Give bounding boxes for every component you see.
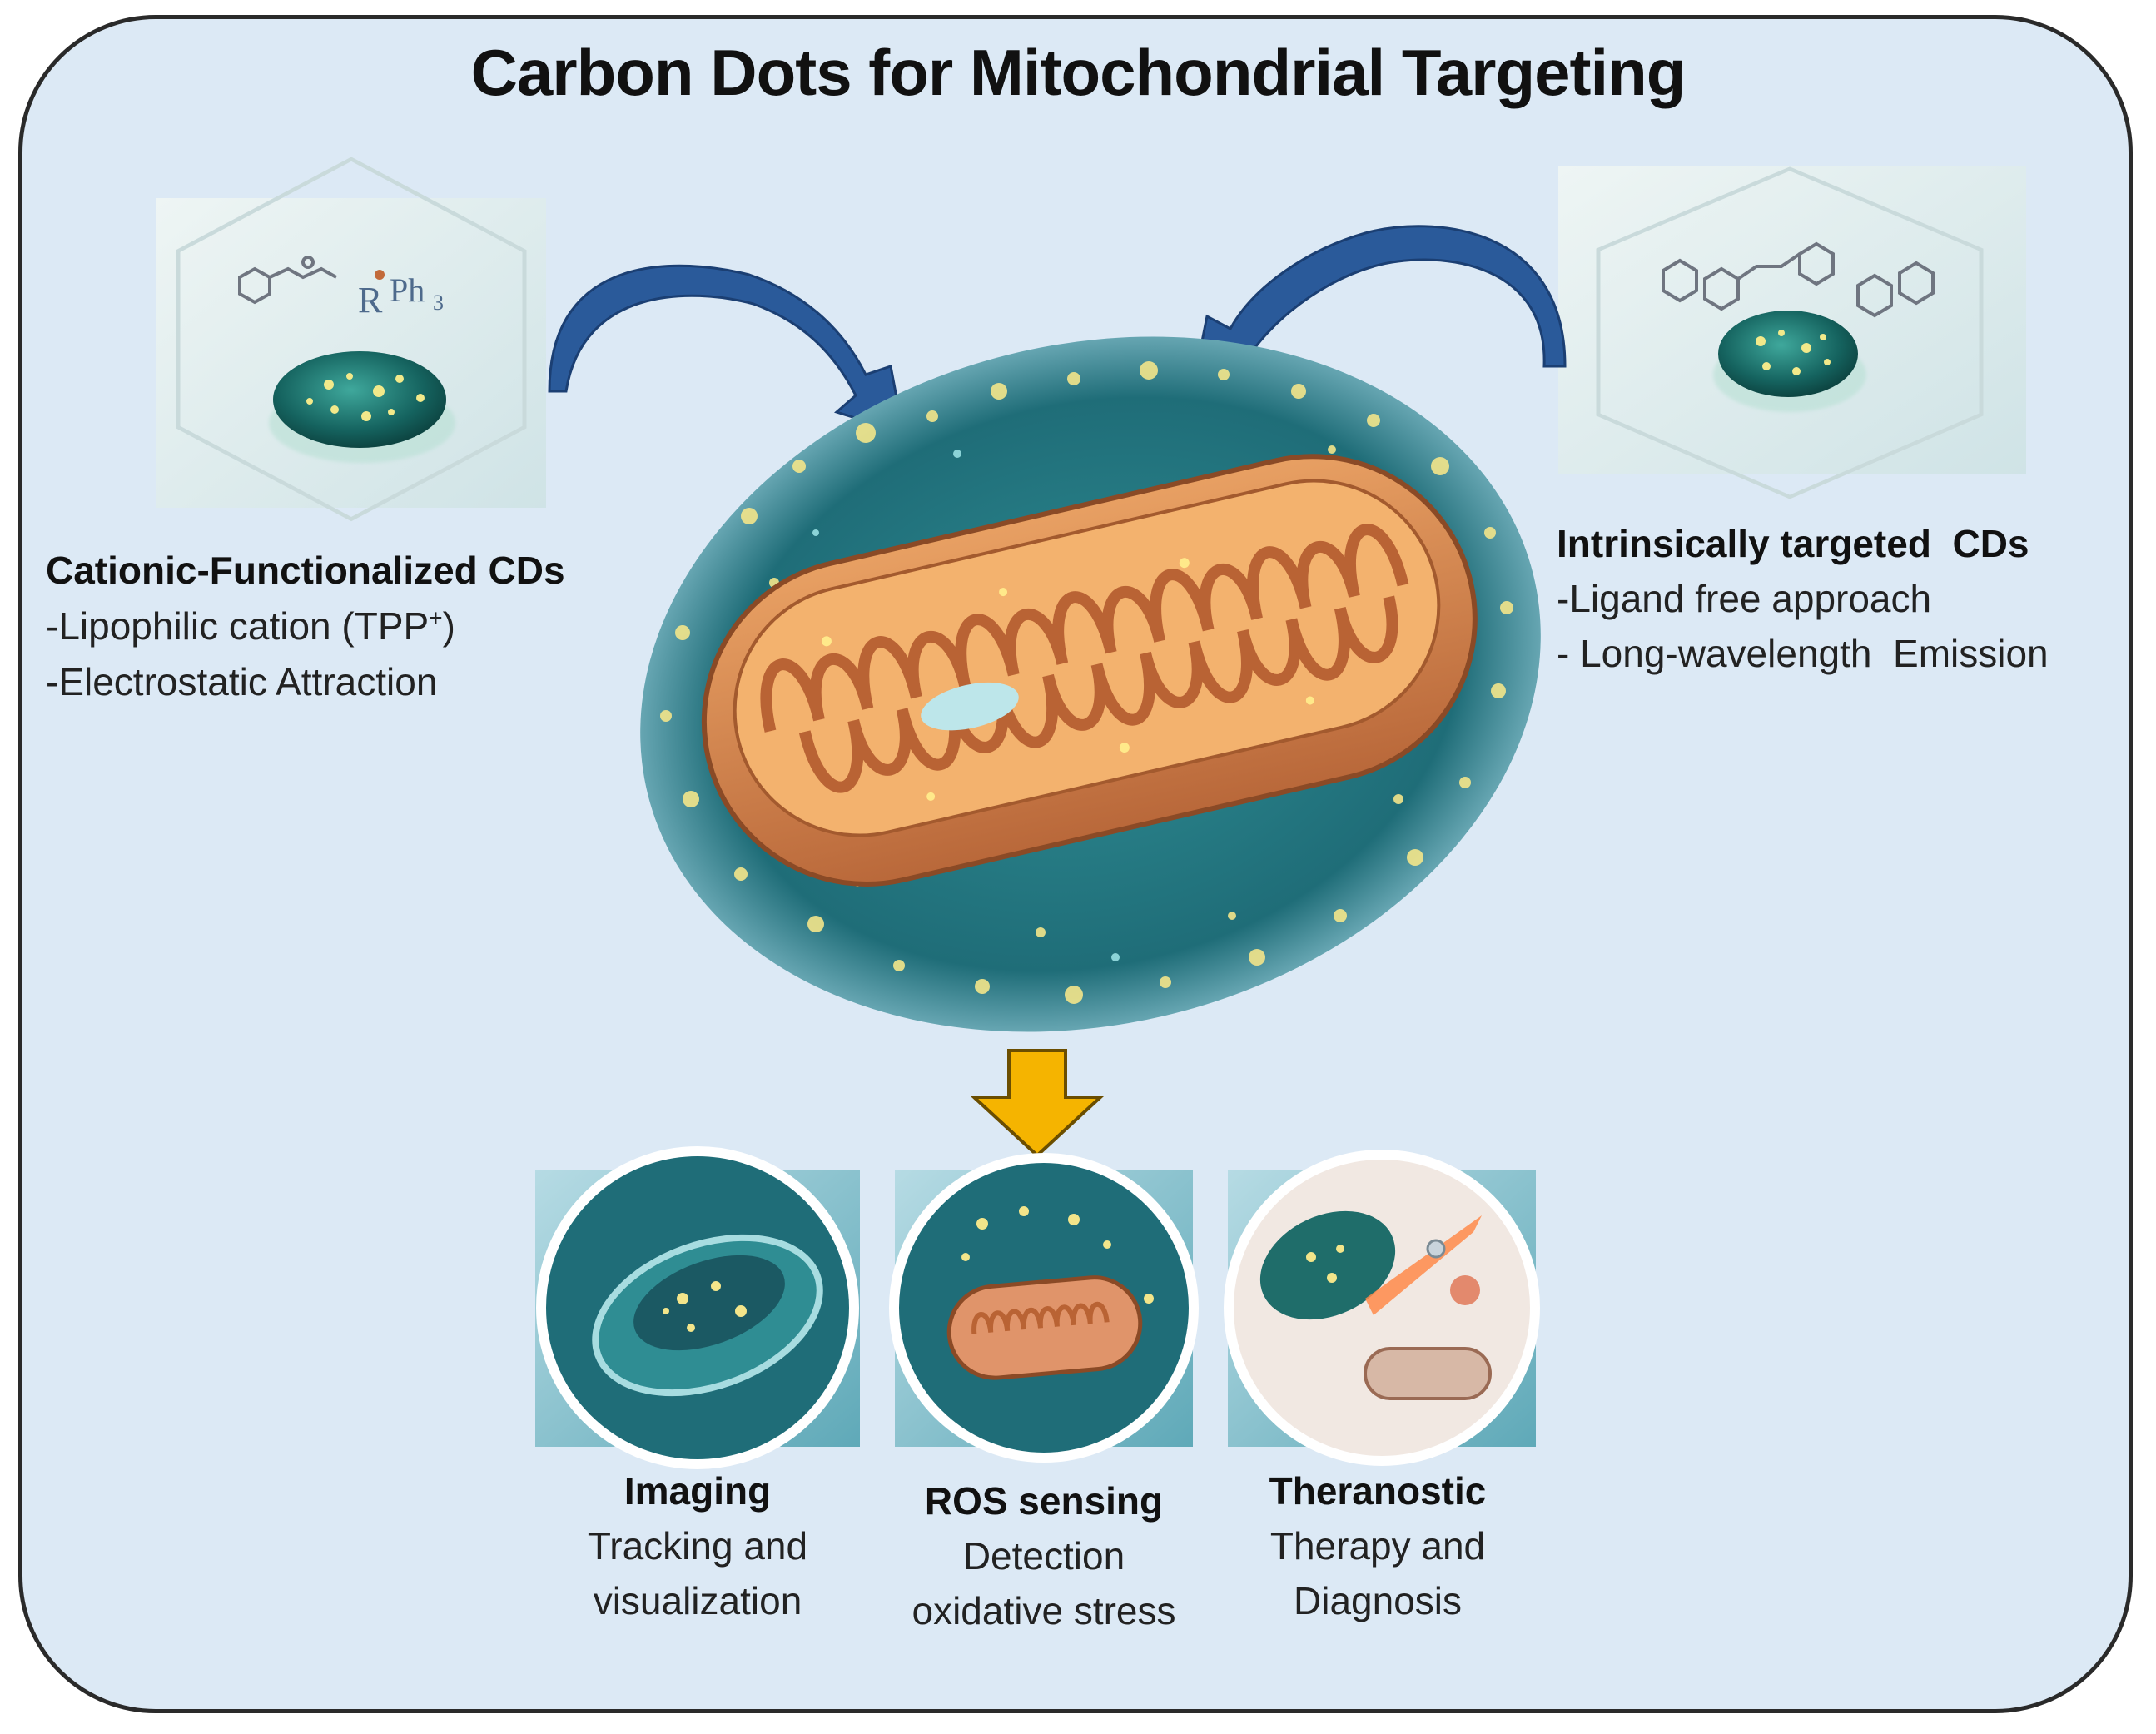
imaging-desc-2: visualization <box>593 1579 802 1622</box>
ros-sensing-title: ROS sensing <box>924 1479 1164 1523</box>
left-curved-arrow <box>548 264 905 435</box>
ros-sensing-label: ROS sensing Detection oxidative stress <box>877 1473 1210 1638</box>
theranostic-desc-1: Therapy and <box>1269 1524 1486 1568</box>
theranostic-illustration <box>1224 1150 1540 1466</box>
imaging-illustration <box>535 1146 860 1469</box>
tpp-charge: + <box>429 604 443 631</box>
lipophilic-cation-text: -Lipophilic cation (TPP <box>46 604 430 648</box>
carbon-dot-icon <box>273 351 446 448</box>
imaging-title: Imaging <box>623 1469 772 1513</box>
ligand-free-line: -Ligand free approach <box>1557 577 1932 620</box>
imaging-label: Imaging Tracking and visualization <box>523 1463 872 1628</box>
tpp-subscript: 3 <box>433 291 444 315</box>
tpp-structure <box>238 256 337 305</box>
ros-sensing-desc-2: oxidative stress <box>912 1589 1176 1632</box>
intrinsic-cds-heading: Intrinsically targeted CDs <box>1557 522 2029 565</box>
electrostatic-attraction-line: -Electrostatic Attraction <box>46 660 438 703</box>
cristae <box>760 524 1409 733</box>
charge-dot <box>375 270 385 280</box>
tpp-r-label: R <box>358 280 383 320</box>
ros-sensing-illustration <box>889 1153 1199 1463</box>
lipophilic-cation-close: ) <box>442 604 455 648</box>
lipophilic-cation-line: -Lipophilic cation (TPP+) <box>46 604 455 648</box>
down-arrow <box>969 1049 1105 1158</box>
intrinsic-cd-illustration <box>1558 166 2026 499</box>
tpp-ph-label: Ph <box>390 271 425 309</box>
diagram-title: Carbon Dots for Mitochondrial Targeting <box>470 36 1687 109</box>
theranostic-label: Theranostic Therapy and Diagnosis <box>1211 1463 1544 1628</box>
imaging-desc-1: Tracking and <box>587 1524 808 1568</box>
carbon-dot-icon <box>1718 311 1858 397</box>
theranostic-title: Theranostic <box>1269 1469 1487 1513</box>
ros-sensing-desc-1: Detection <box>962 1534 1125 1577</box>
cationic-cd-illustration: R Ph 3 <box>156 157 546 522</box>
theranostic-desc-2: Diagnosis <box>1294 1579 1462 1622</box>
mitochondrion-illustration <box>640 336 1541 1032</box>
aromatic-structure <box>1662 241 1935 318</box>
long-wavelength-line: - Long-wavelength Emission <box>1557 632 2049 675</box>
cationic-cds-heading: Cationic-Functionalized CDs <box>46 549 565 592</box>
